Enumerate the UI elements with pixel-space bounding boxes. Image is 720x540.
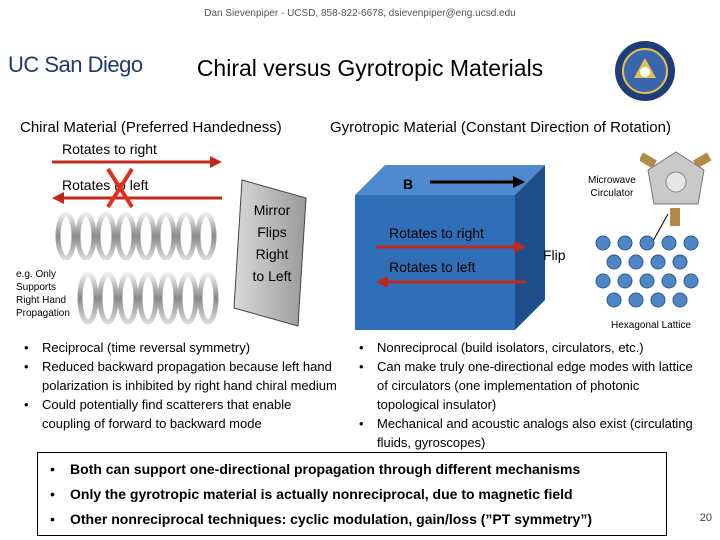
list-item: Both can support one-directional propaga…: [38, 457, 666, 482]
office-of-scientific-research-seal: [614, 40, 676, 102]
list-item: Can make truly one-directional edge mode…: [355, 357, 695, 414]
list-item: Reduced backward propagation because lef…: [20, 357, 342, 395]
hexagonal-lattice-label: Hexagonal Lattice: [611, 319, 691, 332]
list-item: Mechanical and acoustic analogs also exi…: [355, 414, 695, 452]
chiral-right-arrow: [52, 155, 222, 169]
b-field-label: B: [403, 176, 413, 192]
gyro-left-arrow: [376, 275, 526, 289]
summary-box: Both can support one-directional propaga…: [37, 452, 667, 536]
spring-illustration: [52, 208, 232, 328]
gyro-rotates-right: Rotates to right: [389, 225, 484, 241]
mirror-label: Mirror Flips Right to Left: [242, 199, 302, 287]
list-item: Other nonreciprocal techniques: cyclic m…: [38, 507, 666, 532]
gyrotropic-heading: Gyrotropic Material (Constant Direction …: [330, 119, 671, 136]
cross-icon: [104, 165, 136, 211]
list-item: Nonreciprocal (build isolators, circulat…: [355, 338, 695, 357]
header-contact: Dan Sievenpiper - UCSD, 858-822-6678, ds…: [0, 8, 720, 19]
chiral-heading: Chiral Material (Preferred Handedness): [20, 119, 282, 136]
gyrotropic-bullets: Nonreciprocal (build isolators, circulat…: [355, 338, 695, 452]
circulator-label: Microwave Circulator: [588, 174, 636, 200]
chiral-bullets: Reciprocal (time reversal symmetry) Redu…: [20, 338, 342, 433]
list-item: Could potentially find scatterers that e…: [20, 395, 342, 433]
page-number: 20: [700, 512, 712, 524]
list-item: Only the gyrotropic material is actually…: [38, 482, 666, 507]
hexagonal-lattice: [592, 232, 708, 318]
slide-title: Chiral versus Gyrotropic Materials: [130, 55, 610, 82]
list-item: Reciprocal (time reversal symmetry): [20, 338, 342, 357]
gyro-rotates-left: Rotates to left: [389, 259, 475, 275]
gyro-right-arrow: [376, 240, 526, 254]
example-caption: e.g. Only Supports Right Hand Propagatio…: [16, 268, 70, 320]
flip-label: Flip: [543, 247, 566, 263]
chiral-left-arrow: [52, 191, 222, 205]
ucsd-logo: UC San Diego: [8, 52, 143, 78]
b-field-arrow: [430, 175, 525, 189]
summary-list: Both can support one-directional propaga…: [38, 453, 666, 532]
